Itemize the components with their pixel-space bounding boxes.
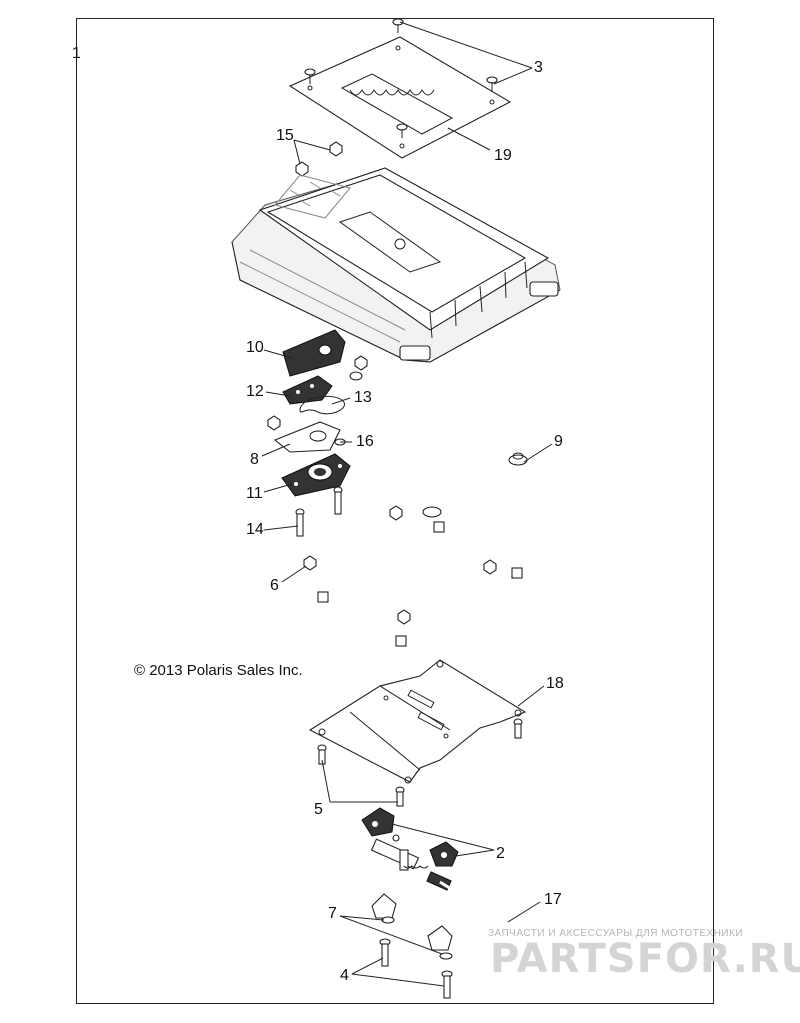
screws-3 xyxy=(304,18,498,138)
callout-2: 2 xyxy=(496,845,505,862)
leader-lines xyxy=(261,21,553,987)
callout-19: 19 xyxy=(494,147,512,164)
bracket-18 xyxy=(308,659,527,784)
nut-9 xyxy=(508,452,528,466)
callout-15: 15 xyxy=(276,127,294,144)
watermark-tagline: ЗАПЧАСТИ И АКСЕССУАРЫ ДЛЯ МОТОТЕХНИКИ xyxy=(488,928,744,939)
plate-8 xyxy=(267,415,346,453)
cover-plate-19 xyxy=(288,36,512,159)
spring-13 xyxy=(299,395,345,415)
bolts-14 xyxy=(295,486,343,537)
callout-16: 16 xyxy=(356,433,374,450)
watermark-logo: PARTSFOR.RU xyxy=(490,936,800,982)
diagram-frame xyxy=(76,18,714,1004)
callout-6: 6 xyxy=(270,577,279,594)
spacers xyxy=(317,505,523,647)
housing-11 xyxy=(281,453,351,497)
lower-clamps xyxy=(371,893,453,951)
latch-cover-10 xyxy=(282,329,368,377)
callout-4: 4 xyxy=(340,967,349,984)
bolts-5 xyxy=(317,718,523,807)
washers-7 xyxy=(381,916,453,960)
callout-5: 5 xyxy=(314,801,323,818)
callout-12: 12 xyxy=(246,383,264,400)
callout-10: 10 xyxy=(246,339,264,356)
callout-18: 18 xyxy=(546,675,564,692)
rod-17 xyxy=(439,880,513,964)
nut-6 xyxy=(303,555,317,571)
callout-13: 13 xyxy=(354,389,372,406)
callout-9: 9 xyxy=(554,433,563,450)
callout-8: 8 xyxy=(250,451,259,468)
nuts-15 xyxy=(295,141,343,177)
copyright-notice: © 2013 Polaris Sales Inc. xyxy=(134,662,303,679)
latch-12 xyxy=(282,371,363,405)
clamps-2 xyxy=(361,807,459,867)
seat-base xyxy=(231,167,561,363)
callout-11: 11 xyxy=(246,485,263,502)
callout-7: 7 xyxy=(328,905,337,922)
callout-14: 14 xyxy=(246,521,264,538)
callout-17: 17 xyxy=(544,891,562,908)
callout-3: 3 xyxy=(534,59,543,76)
callout-1: 1 xyxy=(72,45,81,62)
bolts-4 xyxy=(379,938,453,999)
